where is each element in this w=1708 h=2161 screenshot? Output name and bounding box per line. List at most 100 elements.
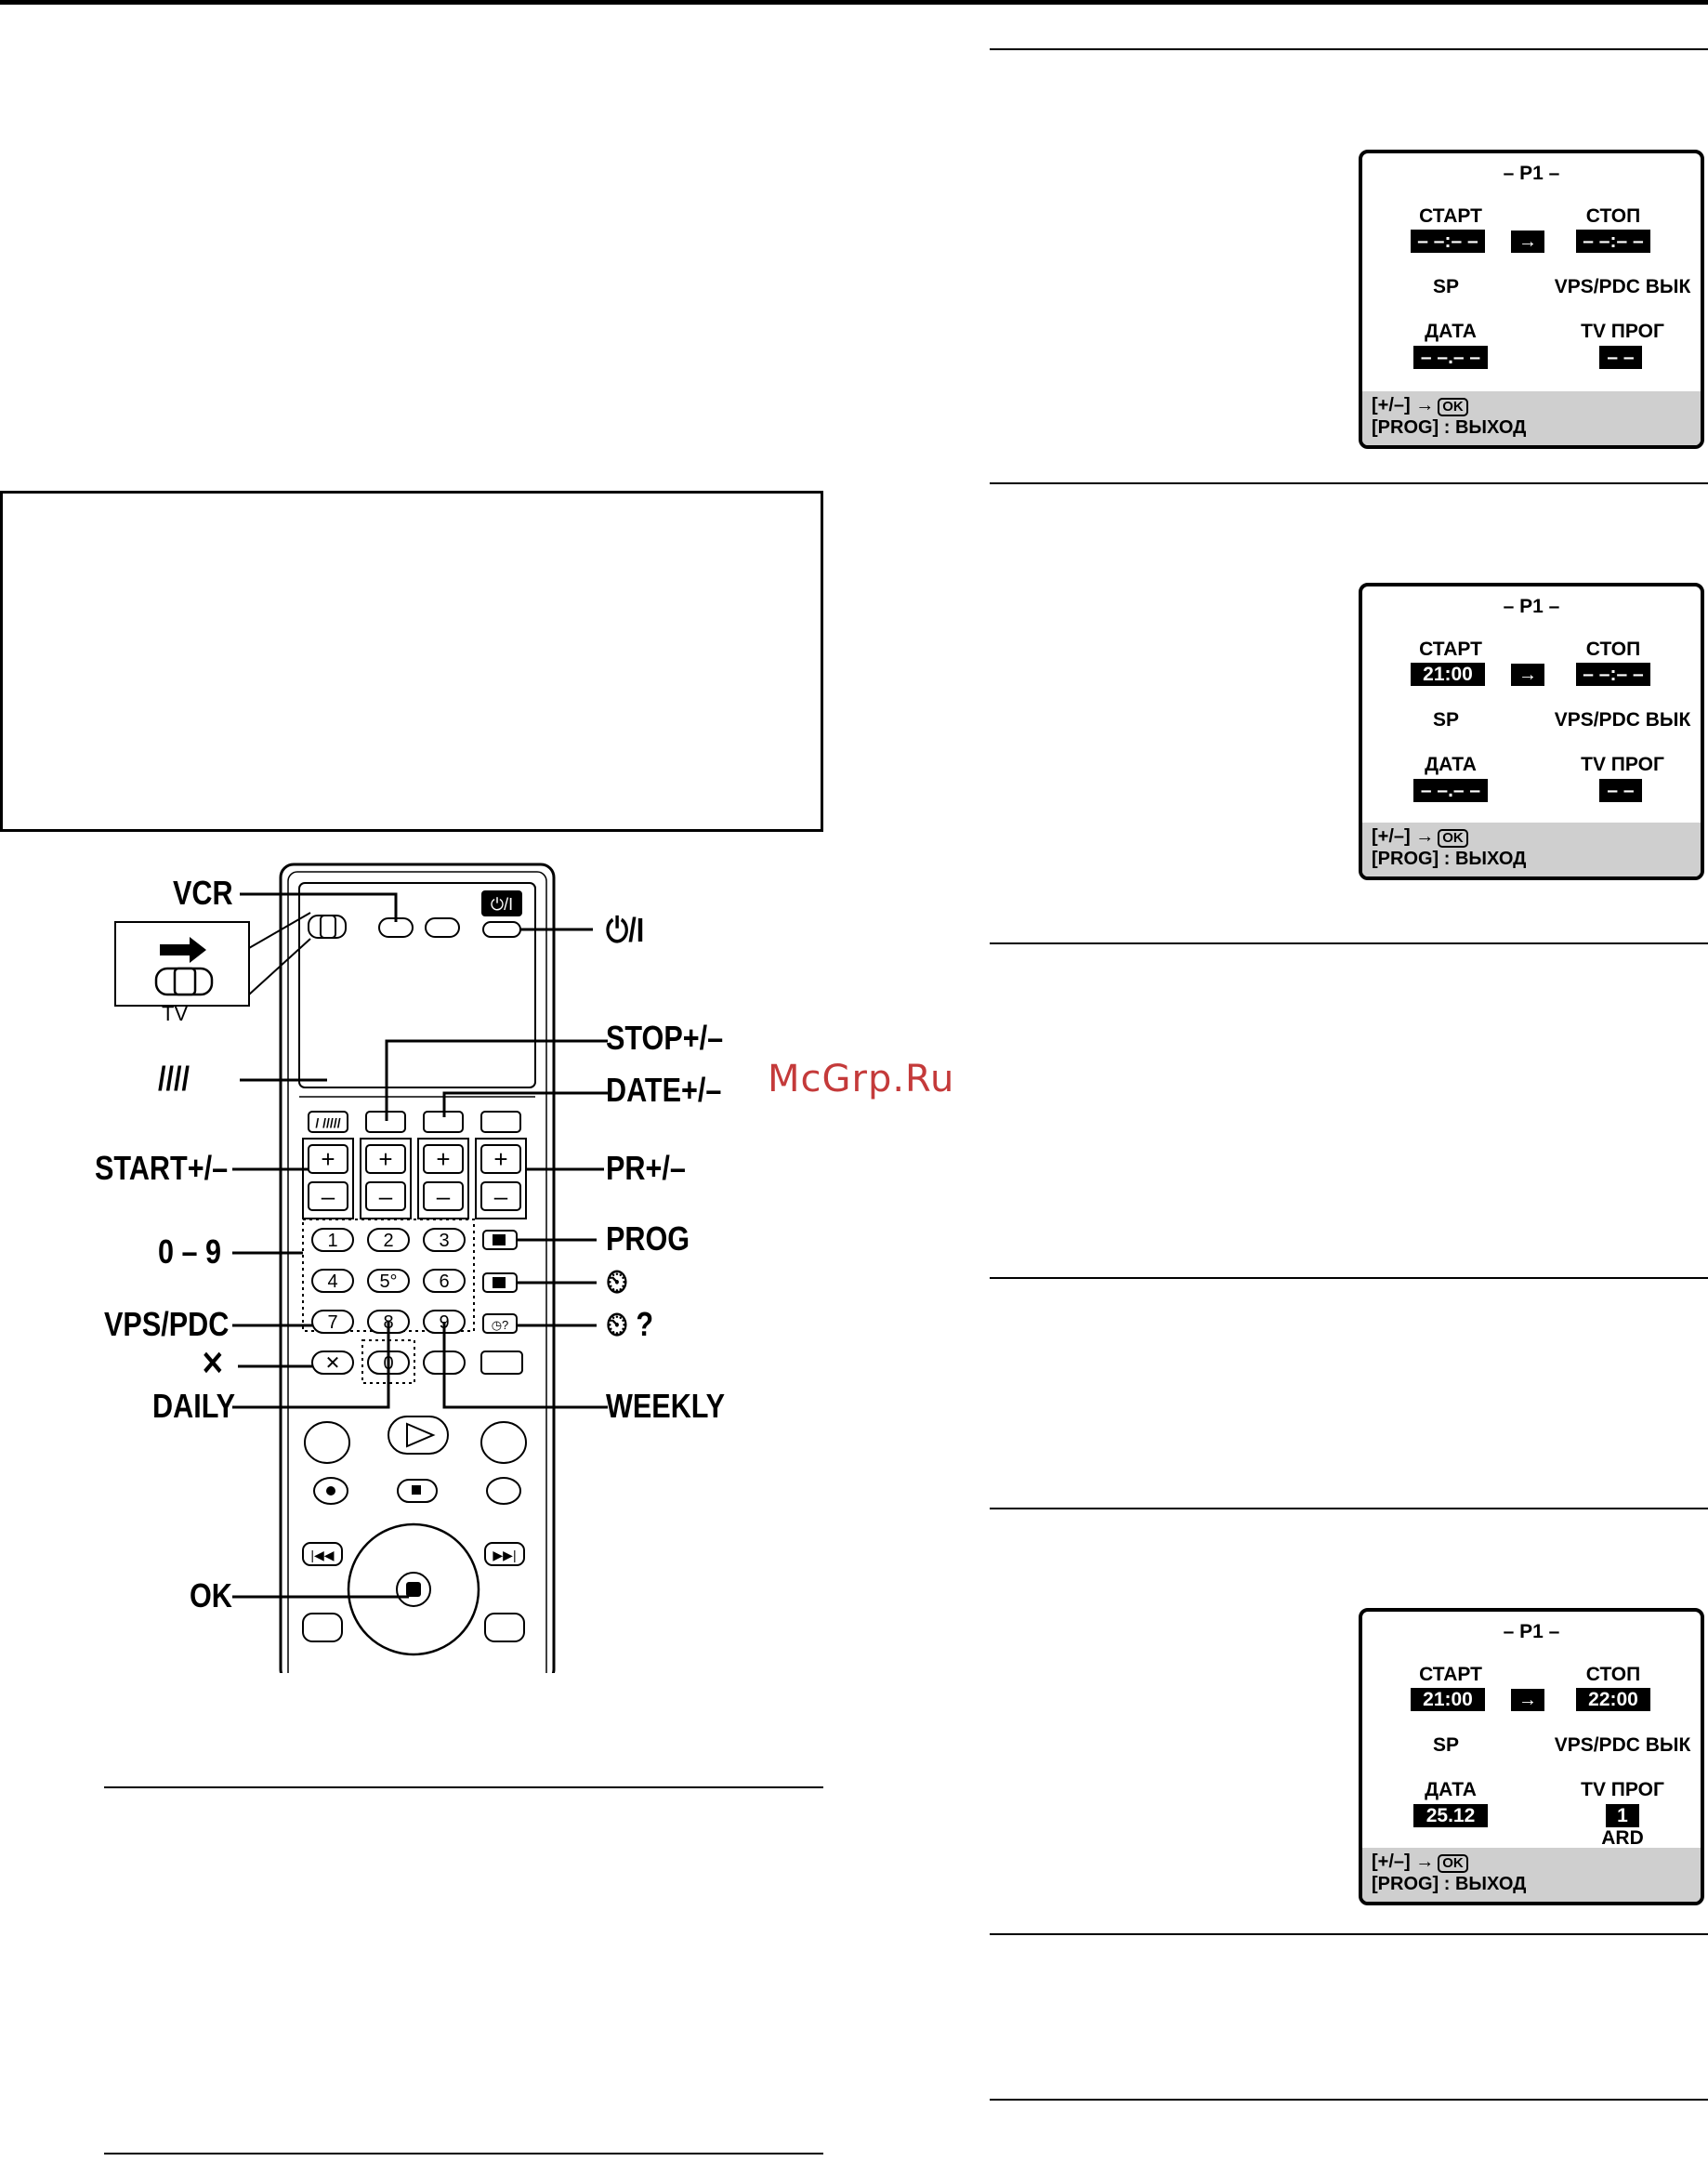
svg-text:–: – (322, 1182, 335, 1210)
arrow-icon: → (1511, 664, 1544, 686)
osd-footer: [+/–] →OK [PROG] : ВЫХОД (1362, 823, 1701, 876)
tv-prog-label: TV ПРОГ (1581, 1779, 1664, 1800)
callout-slashes: //// (158, 1060, 191, 1098)
stop-label: СТОП (1585, 639, 1641, 660)
mode-label: SP (1432, 709, 1459, 731)
start-value: – –:– – (1411, 230, 1485, 253)
svg-text:◷?: ◷? (492, 1318, 509, 1332)
svg-text:2: 2 (383, 1231, 393, 1251)
callout-prog: PROG (606, 1219, 690, 1258)
section-rule (990, 482, 1708, 484)
section-rule (990, 942, 1708, 944)
section-rule (990, 48, 1708, 50)
tv-prog-label: TV ПРОГ (1581, 754, 1664, 775)
arrow-icon: → (1511, 1689, 1544, 1711)
callout-pr: PR+/– (606, 1149, 686, 1187)
footer-adjust: [+/–] → (1372, 395, 1435, 415)
top-rule (0, 0, 1708, 5)
callout-daily: DAILY (152, 1387, 235, 1425)
svg-text:+: + (436, 1145, 450, 1173)
tv-prog-value: – – (1599, 779, 1642, 802)
stop-label: СТОП (1585, 1664, 1641, 1685)
section-rule (104, 1786, 823, 1788)
ok-badge: OK (1438, 829, 1468, 848)
start-label: СТАРТ (1419, 639, 1482, 660)
osd-title: – P1 – (1503, 163, 1560, 184)
svg-text:1: 1 (327, 1231, 337, 1251)
mode-label: SP (1432, 276, 1459, 297)
footer-exit: [PROG] : ВЫХОД (1372, 1874, 1527, 1894)
callout-stop: STOP+/– (606, 1019, 724, 1057)
osd-title: – P1 – (1503, 1621, 1560, 1642)
date-label: ДАТА (1425, 321, 1477, 342)
osd-footer: [+/–] →OK [PROG] : ВЫХОД (1362, 391, 1701, 445)
vps-label: VPS/PDC ВЫК (1554, 276, 1691, 297)
callout-lines (232, 892, 608, 1599)
stop-value: – –:– – (1576, 663, 1650, 686)
note-box (0, 491, 823, 832)
section-rule (990, 1933, 1708, 1935)
svg-text:–: – (494, 1182, 508, 1210)
svg-text:+: + (321, 1145, 335, 1173)
osd-screen-2: – P1 – СТАРТ 21:00 → СТОП – –:– – SP VPS… (1359, 583, 1704, 880)
svg-text:7: 7 (327, 1312, 337, 1333)
callout-vcr: VCR (173, 874, 233, 912)
footer-adjust: [+/–] → (1372, 826, 1435, 847)
osd-footer: [+/–] →OK [PROG] : ВЫХОД (1362, 1848, 1701, 1902)
switch-inset (114, 912, 311, 1007)
mode-label: SP (1432, 1734, 1459, 1756)
svg-text:/ /////: / ///// (315, 1115, 340, 1130)
callout-digits: 0 – 9 (158, 1232, 222, 1271)
start-value: 21:00 (1411, 1688, 1485, 1711)
tv-prog-label: TV ПРОГ (1581, 321, 1664, 342)
svg-text:+: + (493, 1145, 507, 1173)
callout-weekly: WEEKLY (606, 1387, 726, 1425)
svg-text:–: – (437, 1182, 451, 1210)
remote-illustration: ⏻/I / ///// + – + – + – + – (114, 863, 608, 1673)
watermark: McGrp.Ru (768, 1058, 955, 1100)
svg-text:4: 4 (327, 1272, 337, 1292)
svg-text:–: – (379, 1182, 393, 1210)
start-label: СТАРТ (1419, 205, 1482, 227)
footer-exit: [PROG] : ВЫХОД (1372, 417, 1527, 438)
remote-body: ⏻/I / ///// + – + – + – + – (279, 863, 556, 1673)
osd-screen-3: – P1 – СТАРТ 21:00 → СТОП 22:00 SP VPS/P… (1359, 1608, 1704, 1905)
callout-date: DATE+/– (606, 1071, 722, 1109)
vps-label: VPS/PDC ВЫК (1554, 709, 1691, 731)
arrow-icon: → (1511, 231, 1544, 253)
svg-text:3: 3 (439, 1231, 449, 1251)
callout-power: ⏻/I (606, 911, 645, 949)
tv-prog-value: – – (1599, 346, 1642, 369)
start-label: СТАРТ (1419, 1664, 1482, 1685)
station-name: ARD (1601, 1827, 1644, 1849)
date-label: ДАТА (1425, 1779, 1477, 1800)
stop-value: 22:00 (1576, 1688, 1650, 1711)
section-rule (990, 2099, 1708, 2101)
callout-timer-check: ⏲ ? (606, 1305, 654, 1343)
section-rule (990, 1277, 1708, 1279)
date-label: ДАТА (1425, 754, 1477, 775)
ok-badge: OK (1438, 398, 1468, 416)
stop-value: – –:– – (1576, 230, 1650, 253)
section-rule (990, 1508, 1708, 1509)
svg-text:⏻/I: ⏻/I (491, 895, 513, 914)
tv-label: TV (162, 1002, 189, 1025)
osd-title: – P1 – (1503, 596, 1560, 617)
footer-exit: [PROG] : ВЫХОД (1372, 849, 1527, 869)
footer-adjust: [+/–] → (1372, 1851, 1435, 1872)
date-value: – –.– – (1413, 346, 1488, 369)
svg-text:✕: ✕ (325, 1353, 341, 1374)
osd-screen-1: – P1 – СТАРТ – –:– – → СТОП – –:– – SP V… (1359, 150, 1704, 449)
callout-start: START+/– (95, 1149, 229, 1187)
ok-badge: OK (1438, 1854, 1468, 1873)
date-value: – –.– – (1413, 779, 1488, 802)
callout-vps: VPS/PDC (104, 1305, 230, 1343)
vps-label: VPS/PDC ВЫК (1554, 1734, 1691, 1756)
svg-text:▶▶|: ▶▶| (493, 1548, 516, 1562)
svg-text:+: + (378, 1145, 392, 1173)
callout-timer: ⏲ (606, 1262, 628, 1300)
tv-prog-value: 1 (1606, 1804, 1639, 1827)
svg-text:|◀◀: |◀◀ (310, 1548, 334, 1562)
stop-label: СТОП (1585, 205, 1641, 227)
svg-text:5°: 5° (379, 1272, 397, 1292)
